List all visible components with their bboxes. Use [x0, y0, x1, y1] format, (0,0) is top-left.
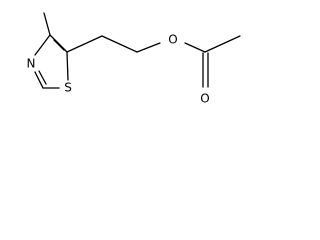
structure-diagram: O O N S	[0, 0, 247, 110]
atom-label-oxygen-ester: O	[168, 33, 177, 47]
bond-methyl-c4	[43, 12, 51, 36]
bond-ch2b-oester	[136, 42, 161, 53]
bond-c4-c5	[49, 34, 68, 53]
bond-n3-c2	[34, 71, 44, 89]
bond-ccarbonyl-methyl	[204, 35, 241, 53]
bond-c4-n3	[34, 34, 51, 56]
atom-label-oxygen-carbonyl: O	[200, 92, 209, 106]
bond-c4-c5-inner	[53, 39, 65, 51]
bond-oester-ccarbonyl	[184, 42, 206, 53]
bond-s1-c5	[66, 51, 69, 81]
bond-n3-c2-inner	[38, 70, 47, 85]
molecule-svg: O O N S	[27, 12, 241, 106]
bond-c5-ch2a	[66, 35, 103, 53]
atom-label-nitrogen: N	[27, 57, 36, 71]
atom-label-sulfur: S	[64, 81, 72, 95]
bond-ch2a-ch2b	[101, 35, 138, 53]
